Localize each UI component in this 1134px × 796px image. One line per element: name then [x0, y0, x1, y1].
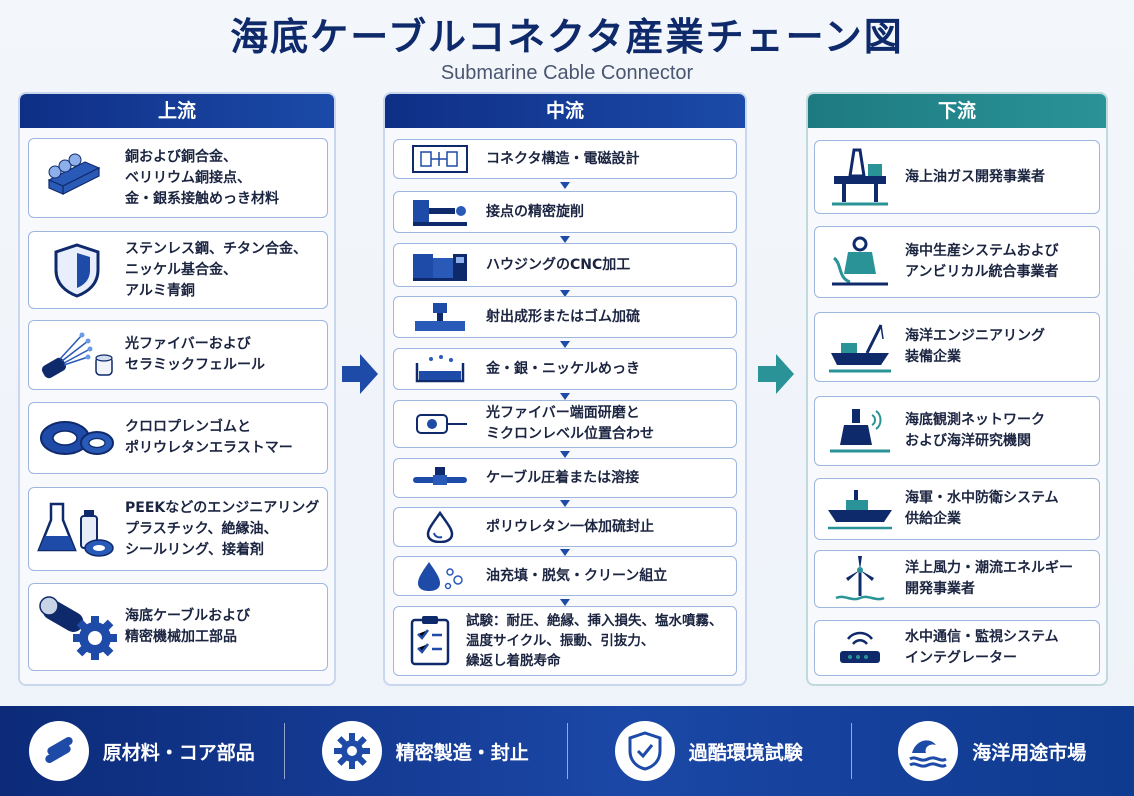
downstream-card-comm: 水中通信・監視システム インテグレーター: [814, 620, 1100, 676]
downstream-card-text: 海底観測ネットワーク および海洋研究機関: [905, 412, 1045, 449]
upstream-card-alloys: ステンレス鋼、チタン合金、 ニッケル基合金、 アルミ青銅: [28, 231, 328, 309]
step-arrow-icon: [560, 500, 570, 507]
upstream-card-rubber: クロロプレンゴムと ポリウレタンエラストマー: [28, 402, 328, 474]
downstream-card-engineering: 海洋エンジニアリング 装備企業: [814, 312, 1100, 382]
gear-icon: [321, 721, 382, 781]
oil-droplet-icon: [394, 560, 486, 592]
downstream-card-wind: 洋上風力・潮流エネルギー 開発事業者: [814, 550, 1100, 608]
router-icon: [815, 625, 905, 671]
upstream-card-text: クロロプレンゴムと ポリウレタンエラストマー: [125, 419, 293, 456]
downstream-card-observation: 海底観測ネットワーク および海洋研究機関: [814, 396, 1100, 466]
optical-fiber-icon: [29, 327, 125, 383]
midstream-card-crimping: ケーブル圧着または溶接: [393, 458, 737, 498]
downstream-card-text: 洋上風力・潮流エネルギー 開発事業者: [905, 560, 1073, 597]
injection-molding-icon: [394, 301, 486, 333]
footer-label: 海洋用途市場: [972, 741, 1087, 764]
metal-bars-icon: [29, 150, 125, 206]
midstream-card-text: コネクタ構造・電磁設計: [486, 150, 640, 167]
upstream-card-copper: 銅および銅合金、 ベリリウム銅接点、 金・銀系接触めっき材料: [28, 138, 328, 218]
footer-label: 過酷環境試験: [688, 741, 803, 764]
circuit-design-icon: [394, 144, 486, 174]
downstream-card-oilgas: 海上油ガス開発事業者: [814, 140, 1100, 214]
footer-label: 精密製造・封止: [395, 741, 529, 764]
flow-arrow-icon: [758, 354, 794, 394]
midstream-card-cnc: ハウジングのCNC加工: [393, 243, 737, 287]
plating-bath-icon: [394, 353, 486, 385]
midstream-card-testing: 試験：耐圧、絶縁、挿入損失、塩水噴霧、 温度サイクル、振動、引抜力、 繰返し着脱…: [393, 606, 737, 676]
footer-bar: 原材料・コア部品 精密製造・封止 過酷環境試験 海洋用途市場: [0, 706, 1134, 796]
midstream-card-turning: 接点の精密旋削: [393, 191, 737, 233]
page-subtitle: Submarine Cable Connector: [440, 62, 694, 84]
rubber-ring-icon: [29, 413, 125, 463]
midstream-card-text: 接点の精密旋削: [486, 203, 584, 220]
warship-icon: [815, 486, 905, 532]
footer-item-materials: 原材料・コア部品: [0, 719, 284, 783]
step-arrow-icon: [560, 599, 570, 606]
footer-item-market: 海洋用途市場: [850, 719, 1134, 783]
upstream-card-text: 銅および銅合金、 ベリリウム銅接点、 金・銀系接触めっき材料: [125, 148, 279, 207]
midstream-card-text: 金・銀・ニッケルめっき: [486, 360, 640, 377]
midstream-card-text: 試験：耐圧、絶縁、挿入損失、塩水噴霧、 温度サイクル、振動、引抜力、 繰返し着脱…: [466, 613, 723, 669]
upstream-header: 上流: [20, 94, 334, 128]
midstream-card-text: 光ファイバー端面研磨と ミクロンレベル位置合わせ: [486, 405, 654, 442]
step-arrow-icon: [560, 290, 570, 297]
midstream-card-text: 射出成形またはゴム加硫: [486, 308, 640, 325]
upstream-card-text: ステンレス鋼、チタン合金、 ニッケル基合金、 アルミ青銅: [125, 240, 307, 299]
downstream-card-text: 海洋エンジニアリング 装備企業: [905, 328, 1045, 365]
upstream-card-cable: 海底ケーブルおよび 精密機械加工部品: [28, 583, 328, 671]
lathe-icon: [394, 196, 486, 228]
downstream-card-subsea: 海中生産システムおよび アンビリカル統合事業者: [814, 226, 1100, 298]
subsea-system-icon: [815, 234, 905, 290]
cnc-machine-icon: [394, 248, 486, 282]
page-title: 海底ケーブルコネクタ産業チェーン図: [230, 15, 904, 59]
step-arrow-icon: [560, 341, 570, 348]
upstream-card-fiber: 光ファイバーおよび セラミックフェルール: [28, 320, 328, 390]
midstream-card-sealing: ポリウレタン一体加硫封止: [393, 507, 737, 547]
midstream-card-plating: 金・銀・ニッケルめっき: [393, 348, 737, 390]
shield-check-icon: [614, 721, 675, 781]
midstream-card-text: ケーブル圧着または溶接: [486, 469, 640, 486]
buoy-icon: [815, 403, 905, 459]
upstream-card-text: 光ファイバーおよび セラミックフェルール: [125, 336, 265, 373]
midstream-card-molding: 射出成形またはゴム加硫: [393, 296, 737, 338]
midstream-card-design: コネクタ構造・電磁設計: [393, 139, 737, 179]
clipboard-test-icon: [394, 614, 466, 668]
step-arrow-icon: [560, 236, 570, 243]
footer-item-manufacturing: 精密製造・封止: [283, 719, 568, 783]
wind-turbine-icon: [815, 554, 905, 604]
footer-item-testing: 過酷環境試験: [567, 719, 851, 783]
raw-material-icon: [28, 721, 89, 781]
downstream-card-navy: 海軍・水中防衛システム 供給企業: [814, 478, 1100, 540]
upstream-card-text: 海底ケーブルおよび 精密機械加工部品: [125, 608, 251, 645]
fiber-polishing-icon: [394, 407, 486, 441]
upstream-card-plastics: PEEKなどのエンジニアリング プラスチック、絶縁油、 シールリング、接着剤: [28, 487, 328, 571]
step-arrow-icon: [560, 451, 570, 458]
step-arrow-icon: [560, 393, 570, 400]
flow-arrow-icon: [342, 354, 378, 394]
footer-label: 原材料・コア部品: [102, 741, 255, 764]
downstream-card-text: 海中生産システムおよび アンビリカル統合事業者: [905, 243, 1059, 280]
cable-gear-icon: [29, 592, 125, 662]
step-arrow-icon: [560, 549, 570, 556]
step-arrow-icon: [560, 182, 570, 189]
downstream-card-text: 海上油ガス開発事業者: [905, 168, 1045, 185]
midstream-card-text: 油充填・脱気・クリーン組立: [486, 567, 668, 584]
wave-icon: [898, 721, 959, 781]
downstream-card-text: 海軍・水中防衛システム 供給企業: [905, 490, 1059, 527]
crane-ship-icon: [815, 319, 905, 375]
midstream-header: 中流: [385, 94, 745, 128]
chemical-flask-icon: [29, 498, 125, 560]
downstream-header: 下流: [808, 94, 1106, 128]
shield-icon: [29, 242, 125, 298]
midstream-card-text: ハウジングのCNC加工: [486, 256, 631, 273]
midstream-card-oil: 油充填・脱気・クリーン組立: [393, 556, 737, 596]
midstream-card-text: ポリウレタン一体加硫封止: [486, 518, 654, 535]
downstream-card-text: 水中通信・監視システム インテグレーター: [905, 629, 1059, 666]
oil-rig-icon: [815, 146, 905, 208]
upstream-card-text: PEEKなどのエンジニアリング プラスチック、絶縁油、 シールリング、接着剤: [125, 499, 320, 558]
droplet-icon: [394, 511, 486, 543]
crimping-icon: [394, 463, 486, 493]
midstream-card-polishing: 光ファイバー端面研磨と ミクロンレベル位置合わせ: [393, 400, 737, 448]
